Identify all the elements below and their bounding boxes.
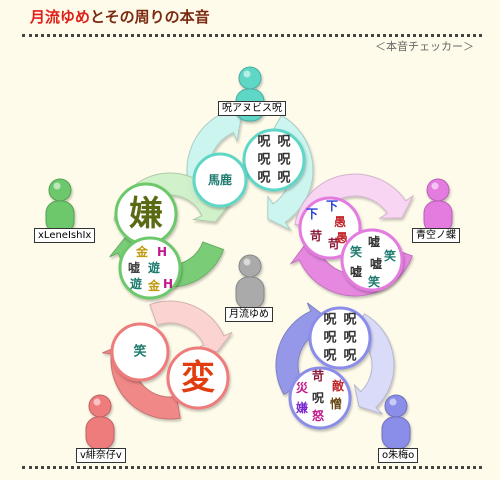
bubble-left-incoming-char: 金: [135, 244, 149, 259]
bubble-bottom-right-incoming-char: 憎: [330, 396, 342, 411]
bubble-left-incoming-char: 遊: [130, 276, 142, 291]
bubble-right-outgoing-char: 下: [326, 199, 338, 213]
bubble-top-outgoing: 呪呪呪呪呪呪: [242, 128, 306, 192]
bubble-right-outgoing-char: 愚: [334, 215, 346, 229]
bubble-right-outgoing-char: 下: [306, 207, 318, 221]
name-label-bottom-right: o朱梅o: [378, 448, 419, 463]
bubble-bottom-right-incoming-char: 呪: [312, 391, 324, 405]
bubble-right-incoming-char: 嘘: [368, 234, 380, 249]
page-title: 月流ゆめとその周りの本音: [30, 6, 210, 27]
bubble-left-incoming-char: 金: [147, 278, 161, 293]
bubble-right-incoming-char: 嘘: [350, 264, 362, 279]
bubble-bottom-right-incoming-char: 怒: [312, 408, 325, 423]
bubble-bottom-right-outgoing-char: 呪: [323, 331, 336, 346]
title-highlight: 月流ゆめ: [30, 8, 91, 26]
bubble-right-incoming-char: 笑: [384, 248, 396, 263]
bubble-left-outgoing-char: 嫌: [129, 194, 163, 234]
bubble-bottom-right-incoming-char: 苛: [312, 368, 324, 383]
person-bottom-right-icon: [381, 394, 411, 450]
title-rest: とその周りの本音: [90, 8, 210, 26]
bubble-top-outgoing-char: 呪: [257, 135, 270, 150]
top-dotted-divider: [22, 34, 482, 37]
bubble-bottom-left-outgoing-char: 変: [181, 358, 215, 398]
page-subtitle: ＜本音チェッカー＞: [375, 40, 474, 53]
bubble-right-incoming-char: 笑: [350, 244, 362, 259]
bubble-top-incoming: 馬鹿: [192, 152, 248, 208]
bubble-top-outgoing-char: 呪: [257, 171, 270, 186]
bubble-bottom-right-outgoing: 呪呪呪呪呪呪: [308, 306, 372, 370]
bubble-bottom-right-outgoing-char: 呪: [323, 313, 336, 328]
bubble-bottom-right-outgoing-char: 呪: [343, 349, 356, 364]
name-label-right: 青空ノ蝶: [412, 228, 460, 243]
bubble-right-outgoing-char: 苛: [310, 228, 322, 243]
bubble-right-outgoing-char: 愚: [336, 231, 348, 245]
bubble-bottom-right-incoming-char: 敵: [332, 378, 345, 393]
bubble-left-incoming-char: H: [157, 245, 167, 259]
bubble-top-incoming-char: 馬鹿: [208, 172, 232, 187]
bubble-top-outgoing-char: 呪: [277, 171, 290, 186]
bubble-bottom-right-incoming: 苛災 敵呪嫌 憎怒: [288, 366, 352, 430]
bubble-right-outgoing-char: 苛: [328, 236, 340, 251]
person-right-icon: [423, 178, 453, 234]
name-label-top: 呪アヌビス呪: [218, 101, 286, 116]
bubble-bottom-right-incoming-char: 災: [296, 381, 309, 395]
bubble-bottom-right-outgoing-char: 呪: [343, 313, 356, 328]
arrow-bottom-left-outgoing: [149, 300, 233, 353]
person-bottom-left-icon: [85, 394, 115, 450]
bubble-right-incoming-char: 笑: [368, 274, 380, 289]
bubble-left-incoming-char: 嘘: [128, 260, 140, 275]
bubble-left-incoming-char: 遊: [148, 260, 160, 275]
name-label-left: xLeneIshIx: [34, 228, 96, 243]
bubble-top-outgoing-char: 呪: [277, 135, 290, 150]
person-center-icon: [235, 254, 265, 310]
bubble-bottom-right-incoming-char: 嫌: [295, 400, 308, 415]
name-label-bottom-left: v緋奈仔v: [76, 448, 126, 463]
bubble-bottom-left-outgoing: 変: [166, 346, 230, 410]
bubble-left-outgoing: 嫌: [114, 182, 178, 246]
bubble-top-outgoing-char: 呪: [257, 153, 270, 168]
bubble-bottom-right-outgoing-char: 呪: [323, 349, 336, 364]
bubble-right-incoming-char: 嘘: [370, 256, 382, 271]
person-left-icon: [45, 178, 75, 234]
bubble-bottom-right-outgoing-char: 呪: [343, 331, 356, 346]
bubble-bottom-left-incoming-char: 笑: [133, 344, 146, 360]
bubble-top-outgoing-char: 呪: [277, 153, 290, 168]
bottom-dotted-divider: [22, 466, 482, 469]
bubble-left-incoming-char: H: [163, 277, 173, 291]
bubble-bottom-left-incoming: 笑: [110, 322, 170, 382]
name-label-center: 月流ゆめ: [225, 307, 273, 322]
